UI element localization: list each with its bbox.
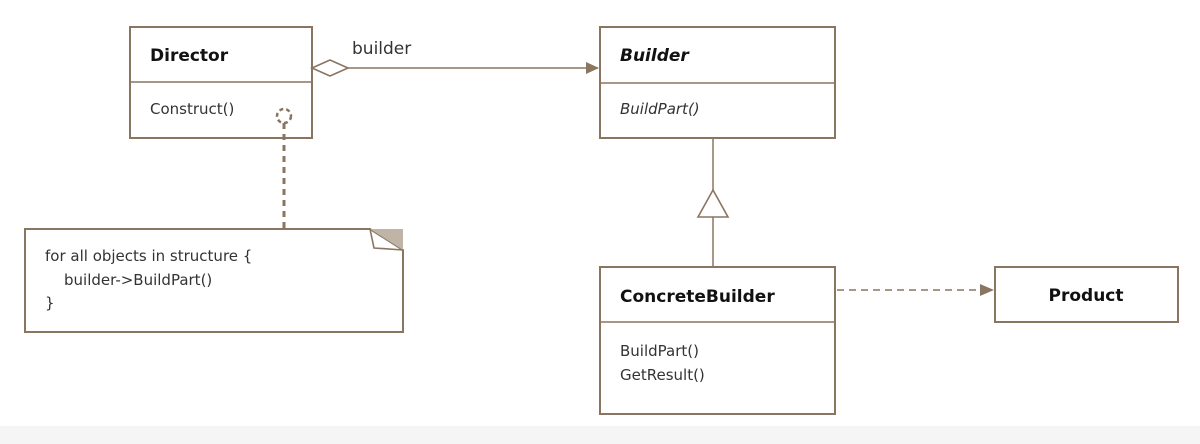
dependency-arrowhead [980, 284, 994, 296]
note-attachment [275, 107, 293, 229]
director-method-construct: Construct() [150, 100, 234, 118]
builder-class[interactable]: Builder BuildPart() [599, 26, 836, 139]
generalization-concrete-to-builder [696, 138, 730, 267]
aggregation-director-builder: builder [310, 39, 599, 77]
generalization-triangle [696, 188, 730, 218]
note-fold-shade [370, 229, 403, 250]
builder-method-buildpart: BuildPart() [620, 100, 700, 118]
note-box [24, 228, 404, 333]
concrete-builder-method-buildpart: BuildPart() [620, 342, 699, 360]
note-line-2: builder->BuildPart() [64, 271, 212, 289]
note-line-1: for all objects in structure { [45, 247, 252, 265]
note-fold-corner [369, 228, 404, 251]
dependency-concrete-to-product [837, 284, 994, 296]
concrete-builder-method-getresult: GetResult() [620, 366, 705, 384]
product-class-name: Product [1049, 286, 1124, 306]
director-class-name: Director [150, 46, 229, 66]
note-line-3: } [45, 294, 55, 312]
concrete-builder-class-name: ConcreteBuilder [620, 287, 775, 307]
aggregation-diamond [310, 59, 350, 77]
director-class[interactable]: Director Construct() [129, 26, 313, 139]
association-label-builder: builder [352, 39, 411, 59]
footer-strip [0, 426, 1200, 444]
concrete-builder-class[interactable]: ConcreteBuilder BuildPart() GetResult() [599, 266, 836, 415]
builder-class-name: Builder [620, 46, 690, 66]
code-note: for all objects in structure { builder->… [24, 228, 404, 333]
product-class[interactable]: Product [994, 266, 1179, 323]
